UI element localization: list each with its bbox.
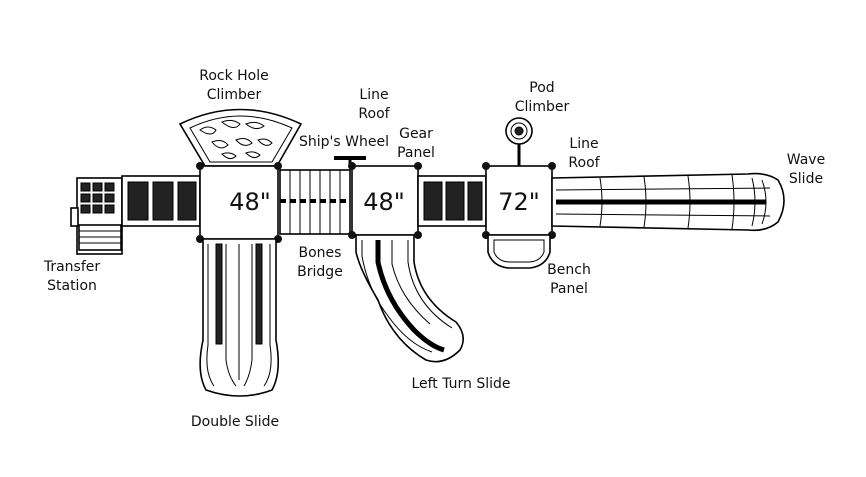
label-transfer-station: Transfer Station xyxy=(43,259,101,294)
svg-text:Rock Hole: Rock Hole xyxy=(199,68,269,84)
rock-hole-climber xyxy=(178,108,303,167)
label-bones-bridge: Bones Bridge xyxy=(297,245,343,280)
svg-text:Pod: Pod xyxy=(529,80,554,96)
pod-climber xyxy=(505,117,533,166)
deck-2: 48" xyxy=(348,162,422,239)
deck-1: 48" xyxy=(196,162,282,243)
label-ships-wheel: Ship's Wheel xyxy=(299,134,389,150)
bones-bridge xyxy=(279,169,351,235)
deck-1-height: 48" xyxy=(229,188,271,216)
label-gear-panel: Gear Panel xyxy=(397,126,435,161)
left-turn-slide xyxy=(355,234,464,363)
svg-text:Bench: Bench xyxy=(547,262,591,278)
svg-text:Line: Line xyxy=(569,136,598,152)
svg-text:Climber: Climber xyxy=(207,87,262,103)
svg-text:Slide: Slide xyxy=(789,171,823,187)
bench-panel xyxy=(487,234,551,269)
label-line-roof-1: Line Roof xyxy=(358,87,390,122)
transfer-station-grid xyxy=(80,182,115,214)
label-double-slide: Double Slide xyxy=(191,414,279,430)
label-left-turn-slide: Left Turn Slide xyxy=(411,376,510,392)
svg-text:Bridge: Bridge xyxy=(297,264,343,280)
label-line-roof-2: Line Roof xyxy=(568,136,600,171)
label-bench-panel: Bench Panel xyxy=(547,262,591,297)
svg-text:Climber: Climber xyxy=(515,99,570,115)
deck-3: 72" xyxy=(482,162,556,239)
svg-text:Panel: Panel xyxy=(397,145,435,161)
svg-text:Roof: Roof xyxy=(568,155,600,171)
svg-text:Roof: Roof xyxy=(358,106,390,122)
svg-text:Transfer: Transfer xyxy=(43,259,101,275)
wave-slide xyxy=(551,172,785,232)
gear-panel-section xyxy=(417,175,487,227)
transfer-station xyxy=(70,177,123,255)
svg-text:Panel: Panel xyxy=(550,281,588,297)
deck-2-height: 48" xyxy=(363,188,405,216)
svg-text:Station: Station xyxy=(47,278,97,294)
svg-text:Wave: Wave xyxy=(787,152,825,168)
svg-text:Line: Line xyxy=(359,87,388,103)
side-panel-left xyxy=(121,175,201,227)
svg-text:Bones: Bones xyxy=(299,245,342,261)
svg-text:Gear: Gear xyxy=(399,126,433,142)
label-pod-climber: Pod Climber xyxy=(515,80,570,115)
deck-3-height: 72" xyxy=(498,188,540,216)
label-rock-hole-climber: Rock Hole Climber xyxy=(199,68,269,103)
label-wave-slide: Wave Slide xyxy=(787,152,825,187)
double-slide xyxy=(199,238,280,397)
